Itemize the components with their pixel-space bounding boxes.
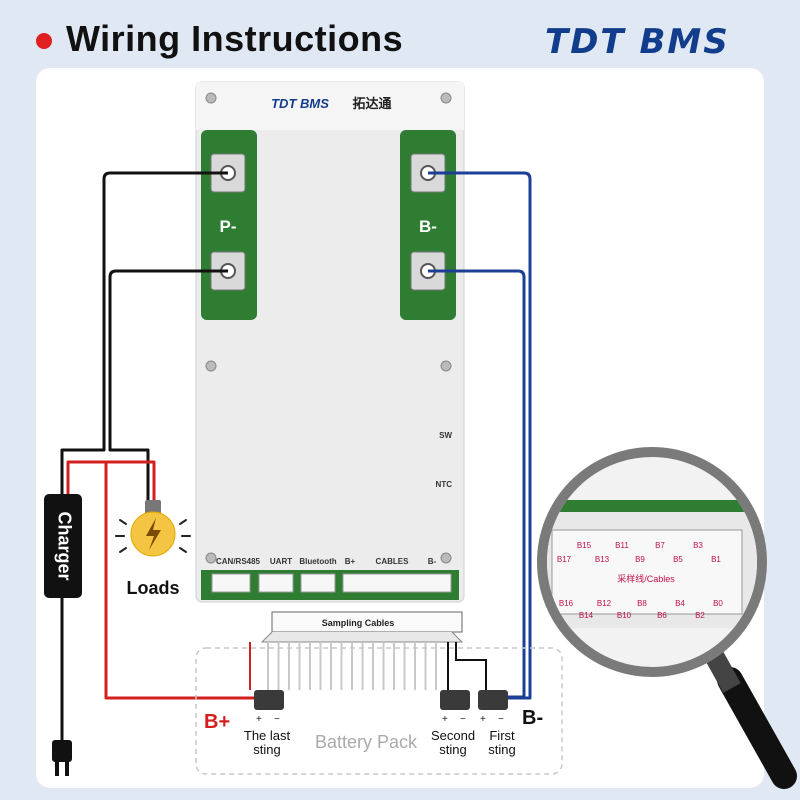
sampling-cables: Sampling Cables — [260, 611, 464, 690]
minus-sign: − — [460, 714, 466, 725]
battery-pack-label: Battery Pack — [315, 732, 418, 752]
brand-logo: TDT BMS — [545, 22, 730, 62]
cell-first-sting: + − First sting — [478, 690, 516, 757]
pin-label: B15 — [577, 541, 592, 550]
positive-wire-b-plus — [104, 462, 262, 700]
positive-wire-charger-load — [66, 460, 156, 500]
board-brand: TDT BMS — [271, 96, 329, 111]
negative-wire-p-minus-bottom — [108, 269, 228, 440]
minus-sign: − — [274, 714, 280, 725]
port-label-cables: CABLES — [376, 557, 410, 566]
screw-icon — [205, 92, 217, 104]
page-title: Wiring Instructions — [66, 18, 404, 59]
string-label-last-line1: The last — [244, 728, 291, 743]
string-label-second-line1: Second — [431, 728, 475, 743]
plus-sign: + — [256, 714, 262, 725]
charger-label: Charger — [54, 511, 74, 580]
terminal-label-p-minus: P- — [220, 217, 237, 236]
connector-cables — [342, 573, 452, 593]
pin-label: B13 — [595, 555, 610, 564]
port-label-b-plus: B+ — [345, 557, 356, 566]
load-negative-wire — [108, 440, 150, 500]
pin-label: B9 — [635, 555, 645, 564]
pin-label: B14 — [579, 611, 594, 620]
pin-label: B10 — [617, 611, 632, 620]
cell-last-sting: + − The last sting — [244, 690, 291, 757]
magnifier-handle — [717, 667, 797, 789]
string-label-first-line1: First — [489, 728, 515, 743]
pin-label: B12 — [597, 599, 612, 608]
b-minus-label: B- — [522, 707, 543, 729]
pin-label: B6 — [657, 611, 667, 620]
battery-pack-outline — [195, 647, 563, 775]
connector-bluetooth — [300, 573, 336, 593]
plus-sign: + — [480, 714, 486, 725]
wires — [60, 171, 532, 740]
pin-label: B1 — [711, 555, 721, 564]
sampling-cables-label: Sampling Cables — [322, 618, 395, 628]
string-label-first-line2: sting — [488, 742, 515, 757]
pin-label: B11 — [615, 541, 629, 550]
pin-label: B4 — [675, 599, 685, 608]
b-minus-wire-bottom — [428, 269, 526, 699]
pin-label: B3 — [693, 541, 703, 550]
charger-box — [44, 494, 82, 598]
pin-label: B5 — [673, 555, 683, 564]
b-minus-wire-join — [505, 690, 532, 700]
port-label-bluetooth: Bluetooth — [299, 557, 336, 566]
screw-icon — [440, 360, 452, 372]
cables-center-label: 采样线/Cables — [617, 573, 675, 584]
screw-icon — [205, 552, 217, 564]
port-label-uart: UART — [270, 557, 292, 566]
pin-label: B16 — [559, 599, 574, 608]
power-plug-icon — [52, 740, 72, 776]
light-bulb-icon — [115, 500, 191, 557]
pin-label: B8 — [637, 599, 647, 608]
connector-uart — [258, 573, 294, 593]
negative-wire-p-minus-top — [102, 171, 228, 440]
connector-can-rs485 — [211, 573, 251, 593]
minus-sign: − — [498, 714, 504, 725]
b-plus-label: B+ — [204, 711, 230, 733]
board-brand-cn: 拓达通 — [352, 96, 391, 111]
ntc-label: NTC — [436, 480, 453, 489]
bullet-icon — [36, 33, 52, 49]
screw-icon — [440, 552, 452, 564]
charger-negative-wire — [60, 440, 106, 500]
pin-label: B7 — [655, 541, 665, 550]
sampling-wire-first — [455, 642, 487, 690]
pin-label: B17 — [557, 555, 572, 564]
plus-sign: + — [442, 714, 448, 725]
loads-label: Loads — [126, 578, 179, 598]
screw-icon — [205, 360, 217, 372]
screw-icon — [440, 92, 452, 104]
terminal-label-b-minus: B- — [419, 217, 437, 236]
string-label-second-line2: sting — [439, 742, 466, 757]
port-label-b-minus: B- — [428, 557, 437, 566]
b-minus-wire-top — [428, 171, 532, 690]
pin-label: B2 — [695, 611, 705, 620]
magnifier-neck — [703, 647, 741, 693]
port-label-can-rs485: CAN/RS485 — [216, 557, 261, 566]
cell-second-sting: + − Second sting — [431, 690, 475, 757]
pin-label: B0 — [713, 599, 723, 608]
sw-label: SW — [439, 431, 452, 440]
string-label-last-line2: sting — [253, 742, 280, 757]
board-top-strip — [196, 82, 464, 130]
bms-board: TDT BMS 拓达通 P- B- SW NTC CAN/RS485 UART … — [195, 81, 465, 603]
